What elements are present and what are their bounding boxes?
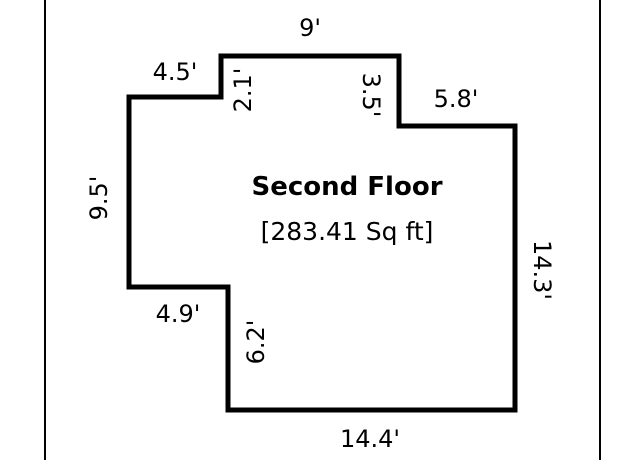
room-outline [126, 53, 518, 413]
dim-top-left-step: 4.5' [153, 58, 198, 86]
floor-title: Second Floor [251, 172, 442, 202]
dim-bottom-left-notch: 6.2' [242, 320, 270, 365]
dim-top-right-step: 5.8' [434, 85, 479, 113]
dim-bottom-left-step: 4.9' [156, 300, 201, 328]
dim-bottom: 14.4' [340, 425, 400, 453]
dim-right-notch: 3.5' [357, 73, 385, 118]
dim-top: 9' [299, 14, 321, 42]
dim-right: 14.3' [528, 240, 556, 300]
floor-area: [283.41 Sq ft] [261, 217, 434, 246]
dim-left-notch: 2.1' [229, 68, 257, 113]
dim-left: 9.5' [85, 176, 113, 221]
